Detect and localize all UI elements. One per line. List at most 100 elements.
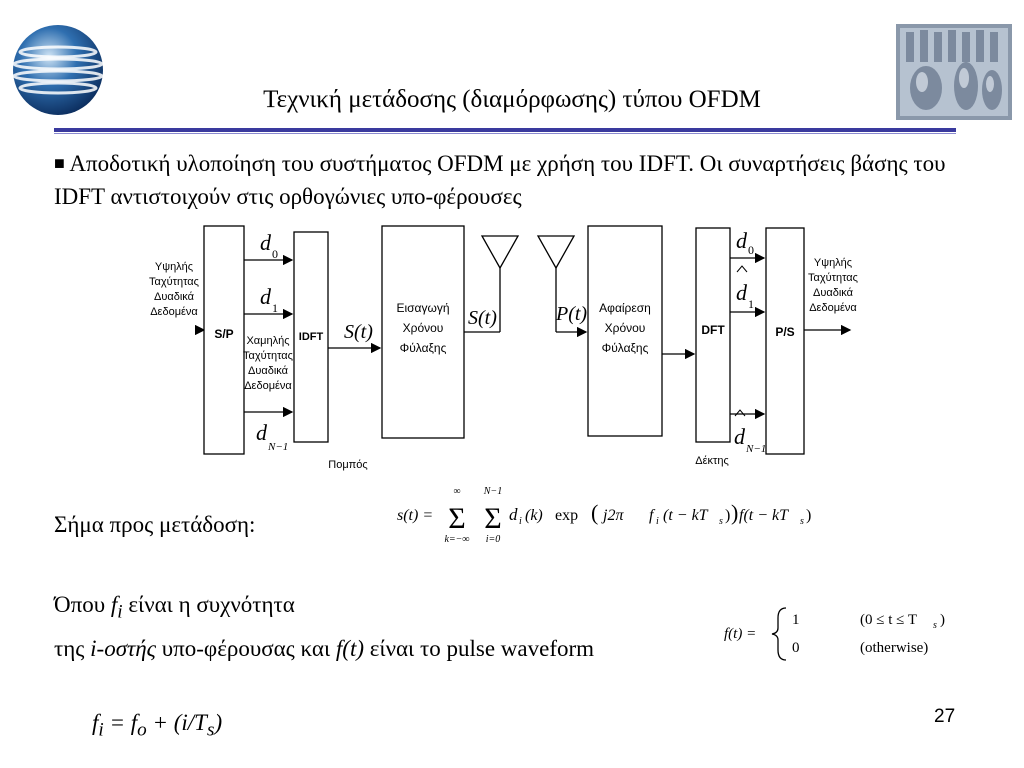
- guard-insert-line2: Χρόνου: [403, 321, 444, 335]
- low-rate-label-line1: Χαμηλής: [246, 335, 289, 347]
- formula-ts-sub: s: [719, 516, 723, 527]
- sum1-bottom: k=−∞: [444, 534, 469, 545]
- dn-symbol: d: [256, 420, 268, 445]
- sum1-sigma-icon: Σ: [448, 502, 465, 535]
- where-line2-mid: υπο-φέρουσας και: [156, 636, 336, 661]
- formula-paren-open: (: [591, 500, 598, 525]
- formula-paren-close3: ): [806, 507, 811, 524]
- signal-formula: s(t) = ∞ Σ k=−∞ N−1 Σ i=0 d i (k) exp ( …: [395, 482, 815, 553]
- where-line1-pre: Όπου: [54, 592, 111, 617]
- guard-remove-line3: Φύλαξης: [602, 341, 649, 355]
- where-line1-sub: i: [117, 601, 123, 623]
- where-line1-post: είναι η συχνότητα: [122, 592, 295, 617]
- dhat1-symbol: d: [736, 280, 748, 305]
- input-label-line2: Ταχύτητας: [149, 276, 199, 288]
- where-line2-italic2: f(t): [335, 636, 365, 661]
- formula-j2pi: j2π: [601, 507, 624, 524]
- sum2-top: N−1: [483, 486, 502, 497]
- d1-subscript: 1: [272, 301, 278, 315]
- d1-symbol: d: [260, 284, 272, 309]
- low-rate-label-line3: Δυαδικά: [248, 365, 289, 377]
- dn-subscript: N−1: [267, 441, 288, 453]
- ps-block-label: P/S: [775, 325, 794, 339]
- freq-close: ): [214, 710, 223, 735]
- dhat0-symbol: d: [736, 228, 748, 253]
- receiver-label: Δέκτης: [695, 455, 729, 467]
- where-line2-pre: της: [54, 636, 91, 661]
- formula-ts-sub2: s: [800, 516, 804, 527]
- freq-fo-sub: o: [137, 719, 147, 741]
- guard-remove-line1: Αφαίρεση: [599, 301, 651, 315]
- pulse-case1-val: 1: [792, 612, 800, 628]
- sp-block-label: S/P: [214, 327, 233, 341]
- formula-f-term: f(t − kT: [739, 507, 789, 524]
- input-label-line3: Δυαδικά: [154, 291, 195, 303]
- low-rate-label-line2: Ταχύτητας: [243, 350, 293, 362]
- guard-insert-line1: Εισαγωγή: [396, 301, 449, 315]
- title-rule: [54, 128, 956, 132]
- dhat1-subscript: 1: [748, 297, 754, 311]
- sum2-sigma-icon: Σ: [484, 502, 501, 535]
- brace-icon: [771, 607, 787, 661]
- frequency-equation: fi = fo + (i/Ts): [92, 710, 222, 742]
- p-t-label: P(t): [555, 303, 587, 325]
- dhat0-subscript: 0: [748, 243, 754, 257]
- formula-exp: exp: [555, 507, 578, 524]
- relief-image: [896, 24, 1012, 120]
- sum2-bottom: i=0: [486, 534, 501, 545]
- idft-block-label: IDFT: [299, 331, 324, 343]
- formula-fi: f: [649, 507, 656, 524]
- slide-title: Τεχνική μετάδοσης (διαμόρφωσης) τύπου OF…: [263, 86, 761, 113]
- formula-t-minus-kts: (t − kT: [663, 507, 709, 524]
- formula-paren-close2: ): [731, 500, 738, 525]
- formula-k-arg: (k): [525, 507, 543, 524]
- hat-marks: [734, 265, 748, 417]
- pulse-case1-cond: (0 ≤ t ≤ T: [860, 612, 917, 628]
- freq-f: f: [92, 710, 99, 735]
- where-line2-italic: i-οστής: [90, 636, 157, 661]
- formula-paren-close1: ): [725, 507, 730, 524]
- formula-d: d: [509, 505, 518, 524]
- dhatn-subscript: N−1: [745, 443, 766, 455]
- formula-d-sub: i: [519, 516, 522, 527]
- s-t-antenna-label: S(t): [468, 307, 497, 329]
- where-line1-var: f: [110, 592, 118, 617]
- pulse-case2-cond: (otherwise): [860, 640, 928, 656]
- square-bullet-icon: ■: [54, 153, 65, 173]
- pulse-lhs: f(t) =: [724, 626, 756, 642]
- d0-symbol: d: [260, 230, 272, 255]
- input-label-line1: Υψηλής: [155, 261, 193, 273]
- output-label-line4: Δεδομένα: [809, 302, 857, 314]
- pulse-case1-close: ): [940, 612, 945, 628]
- low-rate-label-line4: Δεδομένα: [244, 380, 292, 392]
- output-label-line2: Ταχύτητας: [808, 272, 858, 284]
- pulse-definition: f(t) = 1 (0 ≤ t ≤ T s ) 0 (otherwise): [720, 598, 960, 673]
- freq-eq: = f: [109, 710, 138, 735]
- bullet-text: Αποδοτική υλοποίηση του συστήματος OFDM …: [54, 151, 946, 209]
- where-line1: Όπου fi είναι η συχνότητα: [54, 592, 295, 624]
- output-label-line3: Δυαδικά: [813, 287, 854, 299]
- guard-remove-line2: Χρόνου: [605, 321, 646, 335]
- freq-ts-sub: s: [206, 719, 215, 741]
- formula-lhs: s(t) =: [397, 507, 433, 524]
- bullet-paragraph: ■ Αποδοτική υλοποίηση του συστήματος OFD…: [54, 148, 954, 213]
- sum1-top: ∞: [453, 486, 460, 497]
- freq-f-sub: i: [98, 719, 104, 741]
- where-line2: της i-οστής υπο-φέρουσας και f(t) είναι …: [54, 634, 654, 664]
- university-logo: [10, 22, 106, 123]
- where-line2-post: είναι το pulse waveform: [364, 636, 595, 661]
- dhatn-symbol: d: [734, 424, 746, 449]
- input-label-line4: Δεδομένα: [150, 306, 198, 318]
- title-rule-thin: [54, 133, 956, 134]
- s-t-label: S(t): [344, 321, 373, 343]
- guard-insert-line3: Φύλαξης: [400, 341, 447, 355]
- freq-rest: + (i/T: [146, 710, 207, 735]
- pulse-ts-sub: s: [933, 620, 937, 631]
- signal-label: Σήμα προς μετάδοση:: [54, 512, 256, 537]
- output-label-line1: Υψηλής: [814, 257, 852, 269]
- pulse-case2-val: 0: [792, 640, 800, 656]
- d0-subscript: 0: [272, 247, 278, 261]
- ofdm-block-diagram: Υψηλής Ταχύτητας Δυαδικά Δεδομένα S/P Χα…: [120, 218, 880, 483]
- formula-fi-sub: i: [656, 516, 659, 527]
- transmitter-label: Πομπός: [328, 459, 367, 471]
